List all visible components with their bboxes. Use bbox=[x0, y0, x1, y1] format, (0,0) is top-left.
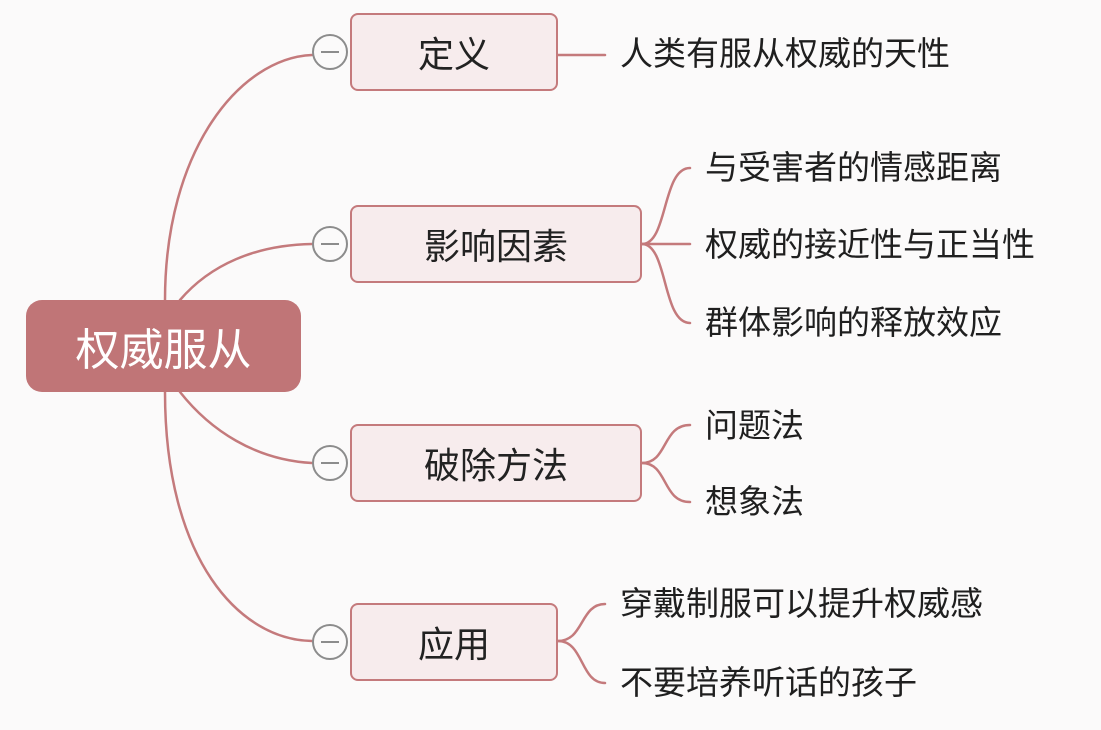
connector-factors-leaf-1 bbox=[640, 166, 692, 246]
leaf-factors-1[interactable]: 与受害者的情感距离 bbox=[705, 148, 1002, 187]
connector-application-leaf-2 bbox=[556, 639, 607, 685]
leaf-methods-2[interactable]: 想象法 bbox=[705, 482, 804, 521]
connector-methods-leaf-1 bbox=[640, 423, 692, 465]
leaf-methods-1[interactable]: 问题法 bbox=[705, 406, 804, 445]
collapse-methods-minus-circle-icon[interactable] bbox=[312, 445, 348, 481]
topic-methods-label: 破除方法 bbox=[423, 446, 568, 487]
collapse-application-minus-circle-icon[interactable] bbox=[312, 624, 348, 660]
collapse-definition-minus-circle-icon[interactable] bbox=[312, 34, 348, 70]
leaf-application-2[interactable]: 不要培养听话的孩子 bbox=[620, 663, 917, 702]
connector-root-factors bbox=[178, 242, 314, 302]
topic-factors[interactable]: 影响因素 bbox=[350, 205, 642, 283]
leaf-factors-2[interactable]: 权威的接近性与正当性 bbox=[705, 225, 1035, 264]
connector-factors-leaf-3 bbox=[640, 242, 692, 325]
connector-root-definition bbox=[163, 53, 314, 302]
connector-root-methods bbox=[178, 390, 314, 465]
leaf-definition-1[interactable]: 人类有服从权威的天性 bbox=[620, 34, 950, 73]
connector-methods-leaf-2 bbox=[640, 461, 692, 504]
root-topic[interactable]: 权威服从 bbox=[26, 300, 301, 392]
topic-factors-label: 影响因素 bbox=[423, 227, 568, 268]
connector-application-leaf-1 bbox=[556, 602, 607, 643]
root-topic-label: 权威服从 bbox=[75, 325, 252, 376]
topic-definition[interactable]: 定义 bbox=[350, 13, 558, 91]
connector-root-application bbox=[163, 390, 314, 643]
topic-methods[interactable]: 破除方法 bbox=[350, 424, 642, 502]
topic-application[interactable]: 应用 bbox=[350, 603, 558, 681]
topic-application-label: 应用 bbox=[417, 625, 490, 666]
topic-definition-label: 定义 bbox=[417, 35, 490, 76]
leaf-factors-3[interactable]: 群体影响的释放效应 bbox=[705, 303, 1002, 342]
collapse-factors-minus-circle-icon[interactable] bbox=[312, 226, 348, 262]
leaf-application-1[interactable]: 穿戴制服可以提升权威感 bbox=[620, 584, 983, 623]
